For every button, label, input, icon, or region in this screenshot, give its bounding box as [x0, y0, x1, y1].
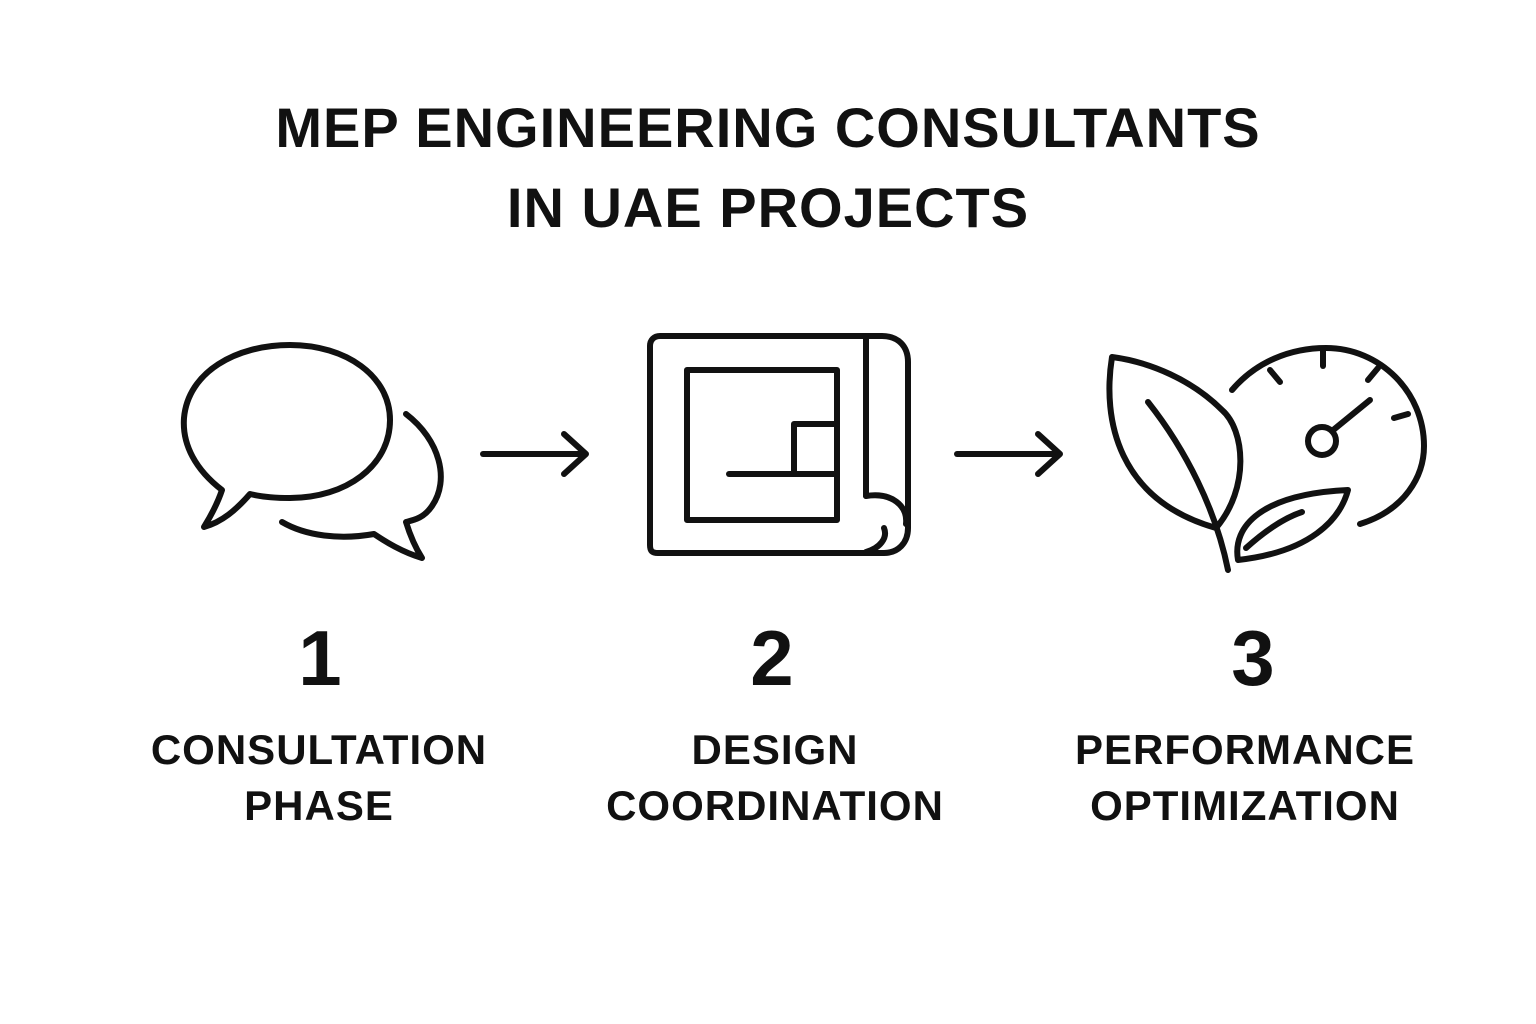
- step-3-label: PERFORMANCE OPTIMIZATION: [1015, 722, 1475, 834]
- speech-bubbles-icon: [170, 330, 460, 580]
- arrow-1-to-2: [478, 428, 592, 485]
- diagram-title: MEP ENGINEERING CONSULTANTS IN UAE PROJE…: [0, 88, 1536, 248]
- step-3-label-line-1: PERFORMANCE: [1074, 726, 1415, 773]
- step-2-label: DESIGN COORDINATION: [545, 722, 1005, 834]
- step-3-label-line-2: OPTIMIZATION: [1090, 782, 1400, 829]
- leaf-gauge-icon: [1096, 338, 1432, 578]
- arrow-2-to-3: [952, 428, 1068, 485]
- title-line-1: MEP ENGINEERING CONSULTANTS: [275, 96, 1261, 159]
- step-2-label-line-2: COORDINATION: [606, 782, 944, 829]
- blueprint-icon: [640, 328, 920, 560]
- step-1-label-line-2: PHASE: [244, 782, 394, 829]
- step-1-number: 1: [298, 614, 342, 702]
- step-2-label-line-1: DESIGN: [691, 726, 859, 773]
- title-line-2: IN UAE PROJECTS: [506, 176, 1030, 239]
- step-2-number: 2: [750, 614, 794, 702]
- step-3-number: 3: [1231, 614, 1275, 702]
- step-1-label: CONSULTATION PHASE: [89, 722, 549, 834]
- step-1-label-line-1: CONSULTATION: [150, 726, 488, 773]
